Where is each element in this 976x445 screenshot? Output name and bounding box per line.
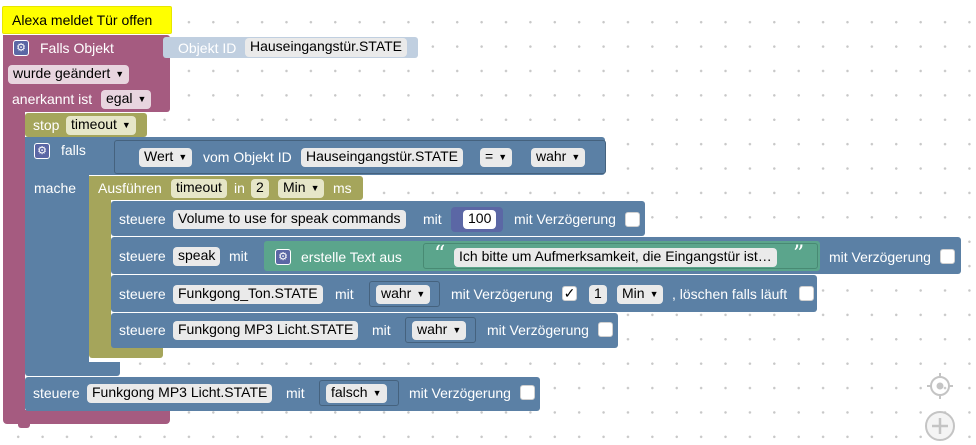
compare-value-label: wahr bbox=[536, 148, 567, 164]
if-label: falls bbox=[61, 142, 86, 158]
control-3-delay-value[interactable]: 1 bbox=[589, 285, 607, 304]
control-1-delay-label: mit Verzögerung bbox=[514, 211, 616, 227]
plus-icon[interactable] bbox=[924, 410, 956, 442]
value-dropdown[interactable]: Wert ▼ bbox=[139, 148, 193, 167]
timeout-name-field[interactable]: timeout bbox=[171, 179, 227, 198]
control-4-value-dropdown[interactable]: wahr ▼ bbox=[412, 321, 467, 340]
ack-dropdown[interactable]: egal ▼ bbox=[101, 90, 152, 109]
trigger-block-bottom bbox=[3, 410, 170, 424]
trigger-notch bbox=[18, 424, 30, 428]
control-3-label: steuere bbox=[119, 286, 166, 302]
gear-icon[interactable]: ⚙ bbox=[13, 40, 29, 56]
control-5-delay-label: mit Verzögerung bbox=[409, 385, 511, 401]
chevron-down-icon: ▼ bbox=[571, 152, 581, 162]
chevron-down-icon: ▼ bbox=[115, 69, 125, 79]
if-object-id-field[interactable]: Hauseingangstür.STATE bbox=[301, 148, 464, 167]
gear-icon[interactable]: ⚙ bbox=[34, 143, 50, 159]
do-label: mache bbox=[34, 180, 77, 196]
chevron-down-icon: ▼ bbox=[452, 325, 462, 335]
control-2-delay-checkbox[interactable] bbox=[940, 249, 955, 264]
trigger-block-left-arm bbox=[3, 100, 25, 420]
control-4-with: mit bbox=[372, 322, 391, 338]
ack-dropdown-label: egal bbox=[106, 90, 133, 106]
chevron-down-icon: ▼ bbox=[310, 183, 320, 193]
object-id-label: Objekt ID bbox=[178, 40, 237, 56]
chevron-down-icon: ▼ bbox=[498, 152, 508, 162]
stop-label: stop bbox=[33, 117, 60, 133]
target-icon[interactable] bbox=[926, 372, 954, 400]
value-dropdown-label: Wert bbox=[144, 148, 174, 164]
delay-field[interactable]: 2 bbox=[251, 179, 269, 198]
control-5-label: steuere bbox=[33, 385, 80, 401]
control-3-value-dropdown[interactable]: wahr ▼ bbox=[376, 285, 431, 304]
if-block-left-arm bbox=[25, 170, 89, 370]
chevron-down-icon: ▼ bbox=[178, 152, 188, 162]
timeout-label: Ausführen bbox=[98, 180, 162, 196]
control-5-with: mit bbox=[286, 385, 305, 401]
compare-value-dropdown[interactable]: wahr ▼ bbox=[531, 148, 586, 167]
control-3-delay-label: mit Verzögerung bbox=[451, 286, 553, 302]
ack-label: anerkannt ist bbox=[12, 91, 93, 107]
trigger-label: Falls Objekt bbox=[40, 40, 114, 56]
control-2-object[interactable]: speak bbox=[173, 247, 221, 266]
in-label: in bbox=[234, 180, 245, 196]
control-4-object[interactable]: Funkgong MP3 Licht.STATE bbox=[173, 321, 359, 340]
control-3-clear-label: , löschen falls läuft bbox=[672, 286, 788, 302]
if-block-bottom bbox=[25, 362, 120, 376]
chevron-down-icon: ▼ bbox=[121, 120, 131, 130]
control-3-delay-checkbox[interactable]: ✓ bbox=[562, 285, 577, 301]
chevron-down-icon: ▼ bbox=[649, 289, 659, 299]
control-1-delay-checkbox[interactable] bbox=[625, 212, 640, 227]
control-3-value-label: wahr bbox=[381, 285, 412, 301]
control-5-value-label: falsch bbox=[331, 384, 368, 400]
control-4-delay-label: mit Verzögerung bbox=[487, 322, 589, 338]
unit-dropdown[interactable]: Min ▼ bbox=[278, 179, 325, 198]
unit-label: Min bbox=[283, 179, 306, 195]
chevron-down-icon: ▼ bbox=[416, 289, 426, 299]
changed-dropdown-label: wurde geändert bbox=[13, 65, 111, 81]
chevron-down-icon: ▼ bbox=[137, 94, 147, 104]
control-5-object[interactable]: Funkgong MP3 Licht.STATE bbox=[87, 384, 273, 403]
changed-dropdown[interactable]: wurde geändert ▼ bbox=[8, 65, 130, 84]
control-3-object[interactable]: Funkgong_Ton.STATE bbox=[173, 285, 323, 304]
control-3-delay-unit-dropdown[interactable]: Min ▼ bbox=[617, 285, 664, 304]
control-1-value[interactable]: 100 bbox=[463, 210, 497, 229]
timeout-block-left-arm bbox=[89, 196, 111, 351]
gear-icon[interactable]: ⚙ bbox=[275, 249, 291, 265]
control-4-label: steuere bbox=[119, 322, 166, 338]
control-3-clear-checkbox[interactable] bbox=[799, 286, 814, 301]
chevron-down-icon: ▼ bbox=[372, 388, 382, 398]
comment-text: Alexa meldet Tür offen bbox=[12, 12, 153, 28]
control-4-delay-checkbox[interactable] bbox=[598, 322, 613, 337]
control-1-object[interactable]: Volume to use for speak commands bbox=[173, 210, 406, 229]
control-2-delay-label: mit Verzögerung bbox=[829, 249, 931, 265]
control-1-label: steuere bbox=[119, 211, 166, 227]
operator-label: = bbox=[485, 148, 494, 164]
text-join-label: erstelle Text aus bbox=[301, 249, 402, 265]
quote-open-icon: “ bbox=[434, 242, 446, 267]
control-4-value-label: wahr bbox=[417, 321, 448, 337]
control-2-with: mit bbox=[229, 248, 248, 264]
ms-label: ms bbox=[333, 180, 352, 196]
control-2-label: steuere bbox=[119, 248, 166, 264]
control-3-delay-unit-label: Min bbox=[622, 285, 645, 301]
object-id-field[interactable]: Hauseingangstür.STATE bbox=[245, 38, 408, 57]
control-2-text[interactable]: Ich bitte um Aufmerksamkeit, die Eingang… bbox=[454, 248, 777, 267]
of-object-label: vom Objekt ID bbox=[203, 149, 292, 165]
control-5-value-dropdown[interactable]: falsch ▼ bbox=[326, 384, 387, 403]
control-3-with: mit bbox=[335, 286, 354, 302]
stop-timeout-label: timeout bbox=[71, 116, 117, 132]
quote-close-icon: ” bbox=[793, 242, 805, 267]
control-5-delay-checkbox[interactable] bbox=[520, 385, 535, 400]
control-1-with: mit bbox=[423, 211, 442, 227]
comment-bubble[interactable] bbox=[2, 6, 172, 34]
stop-timeout-dropdown[interactable]: timeout ▼ bbox=[66, 116, 136, 135]
operator-dropdown[interactable]: =▼ bbox=[480, 148, 513, 167]
